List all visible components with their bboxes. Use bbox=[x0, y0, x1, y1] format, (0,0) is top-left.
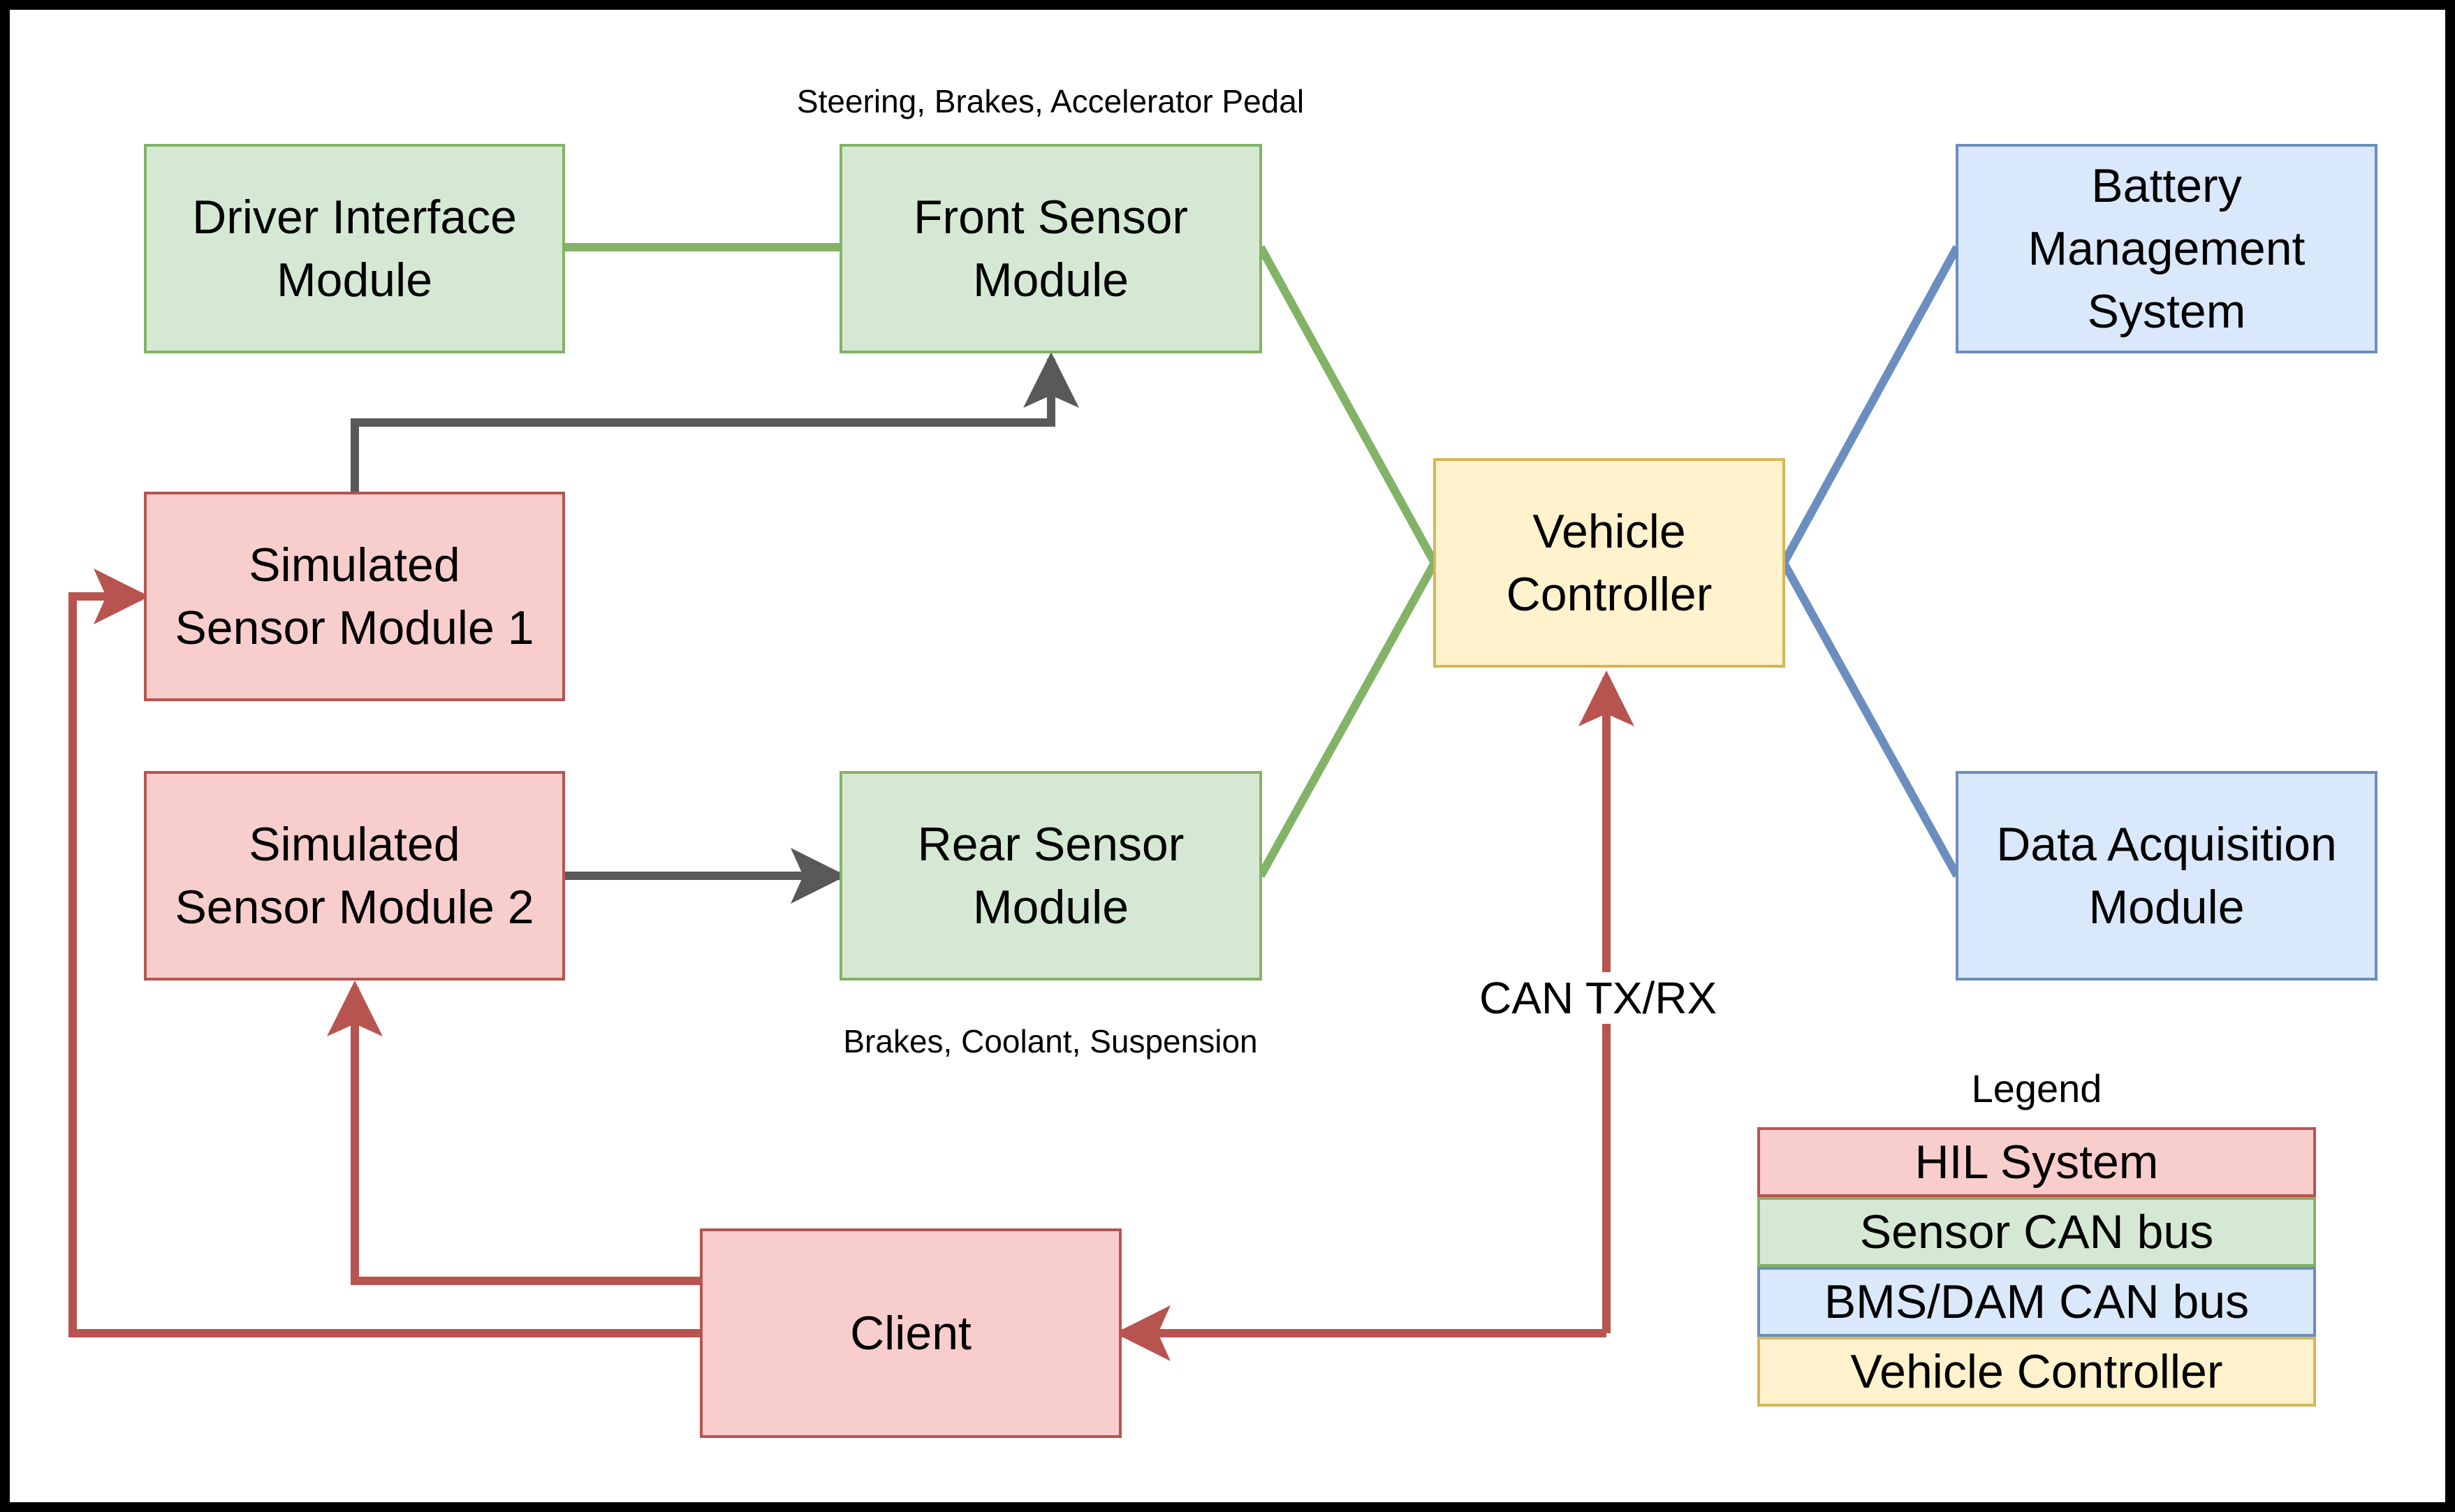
rear-sensor-note: Brakes, Coolant, Suspension bbox=[843, 1023, 1258, 1059]
legend-item-hil-system: HIL System bbox=[1757, 1127, 2316, 1197]
client[interactable]: Client bbox=[700, 1228, 1122, 1438]
arrow-sim1-to-front bbox=[351, 352, 1079, 492]
driver-interface-module[interactable]: Driver Interface Module bbox=[144, 144, 565, 353]
link-rear-vc bbox=[1256, 561, 1439, 878]
link-front-vc bbox=[1256, 245, 1439, 565]
vehicle-controller[interactable]: Vehicle Controller bbox=[1433, 458, 1785, 668]
legend-title: Legend bbox=[1971, 1066, 2102, 1110]
link-vc-dam bbox=[1780, 561, 1961, 878]
connections-layer bbox=[68, 243, 1961, 1361]
link-vc-bms bbox=[1780, 245, 1961, 565]
simulated-sensor-module-2[interactable]: Simulated Sensor Module 2 bbox=[144, 771, 565, 981]
legend-item-bms-dam-can-bus: BMS/DAM CAN bus bbox=[1757, 1267, 2316, 1337]
front-sensor-module[interactable]: Front Sensor Module bbox=[840, 144, 1262, 353]
diagram-canvas: Driver Interface Module Front Sensor Mod… bbox=[10, 10, 2445, 1502]
simulated-sensor-module-1[interactable]: Simulated Sensor Module 1 bbox=[144, 492, 565, 701]
legend-item-vehicle-controller: Vehicle Controller bbox=[1757, 1337, 2316, 1407]
arrow-client-to-sim2 bbox=[327, 981, 700, 1285]
front-sensor-note: Steering, Brakes, Accelerator Pedal bbox=[796, 83, 1305, 119]
battery-management-system[interactable]: Battery Management System bbox=[1956, 144, 2377, 353]
arrow-client-to-sim1 bbox=[68, 568, 700, 1337]
legend-item-sensor-can-bus: Sensor CAN bus bbox=[1757, 1197, 2316, 1267]
data-acquisition-module[interactable]: Data Acquisition Module bbox=[1956, 771, 2377, 981]
can-tx-rx-label: CAN TX/RX bbox=[1472, 972, 1724, 1024]
rear-sensor-module[interactable]: Rear Sensor Module bbox=[840, 771, 1262, 981]
